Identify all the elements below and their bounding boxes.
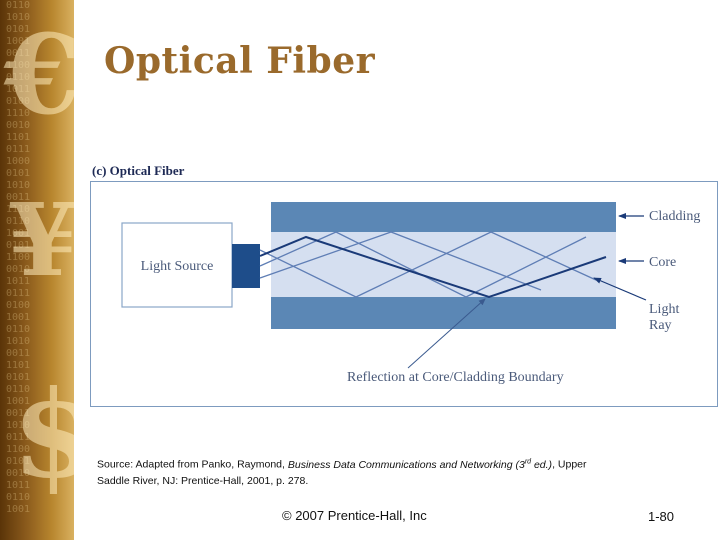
light-ray-label-line2: Ray (649, 318, 672, 333)
source-line2: Saddle River, NJ: Prentice-Hall, 2001, p… (97, 474, 309, 487)
light-source-label: Light Source (141, 259, 214, 274)
reflection-pointer-arrow (407, 298, 486, 369)
reflection-label: Reflection at Core/Cladding Boundary (347, 370, 564, 385)
source-edition-superscript: rd (524, 458, 532, 465)
source-suffix: , Upper (552, 458, 587, 471)
decorative-binary-digits: 0110 1010 0101 1001 0011 1100 0110 1011 … (6, 0, 31, 515)
copyright-notice: © 2007 Prentice-Hall, Inc (282, 508, 427, 523)
light-ray-pointer-arrow (593, 277, 647, 301)
cladding-bottom (271, 297, 616, 329)
light-ray-label-line1: Light (649, 302, 679, 317)
cladding-top (271, 202, 616, 232)
core-label: Core (649, 255, 676, 270)
light-emitter (232, 244, 260, 288)
cladding-label: Cladding (649, 209, 700, 224)
source-book-title-text: Business Data Communications and Network… (287, 458, 525, 471)
light-source-box (121, 222, 233, 308)
primary-light-ray (259, 235, 607, 299)
source-edition-suffix: ed.) (531, 458, 553, 471)
decorative-currency-band: 0110 1010 0101 1001 0011 1100 0110 1011 … (0, 0, 74, 540)
source-prefix: Source: Adapted from Panko, Raymond, (97, 458, 288, 471)
figure-caption: (c) Optical Fiber (92, 163, 185, 178)
source-citation: Source: Adapted from Panko, Raymond, Bus… (97, 454, 697, 489)
dollar-symbol-icon: $ (12, 364, 74, 505)
euro-symbol-icon: € (4, 10, 74, 139)
optical-fiber-diagram: Light Source Cladding Core Light Ray Ref… (90, 181, 718, 407)
secondary-light-rays (259, 231, 597, 298)
source-book-title: Business Data Communications and Network… (287, 458, 553, 471)
slide-title: Optical Fiber (104, 40, 376, 82)
page-number: 1-80 (648, 509, 675, 524)
yen-symbol-icon: ¥ (8, 181, 74, 299)
